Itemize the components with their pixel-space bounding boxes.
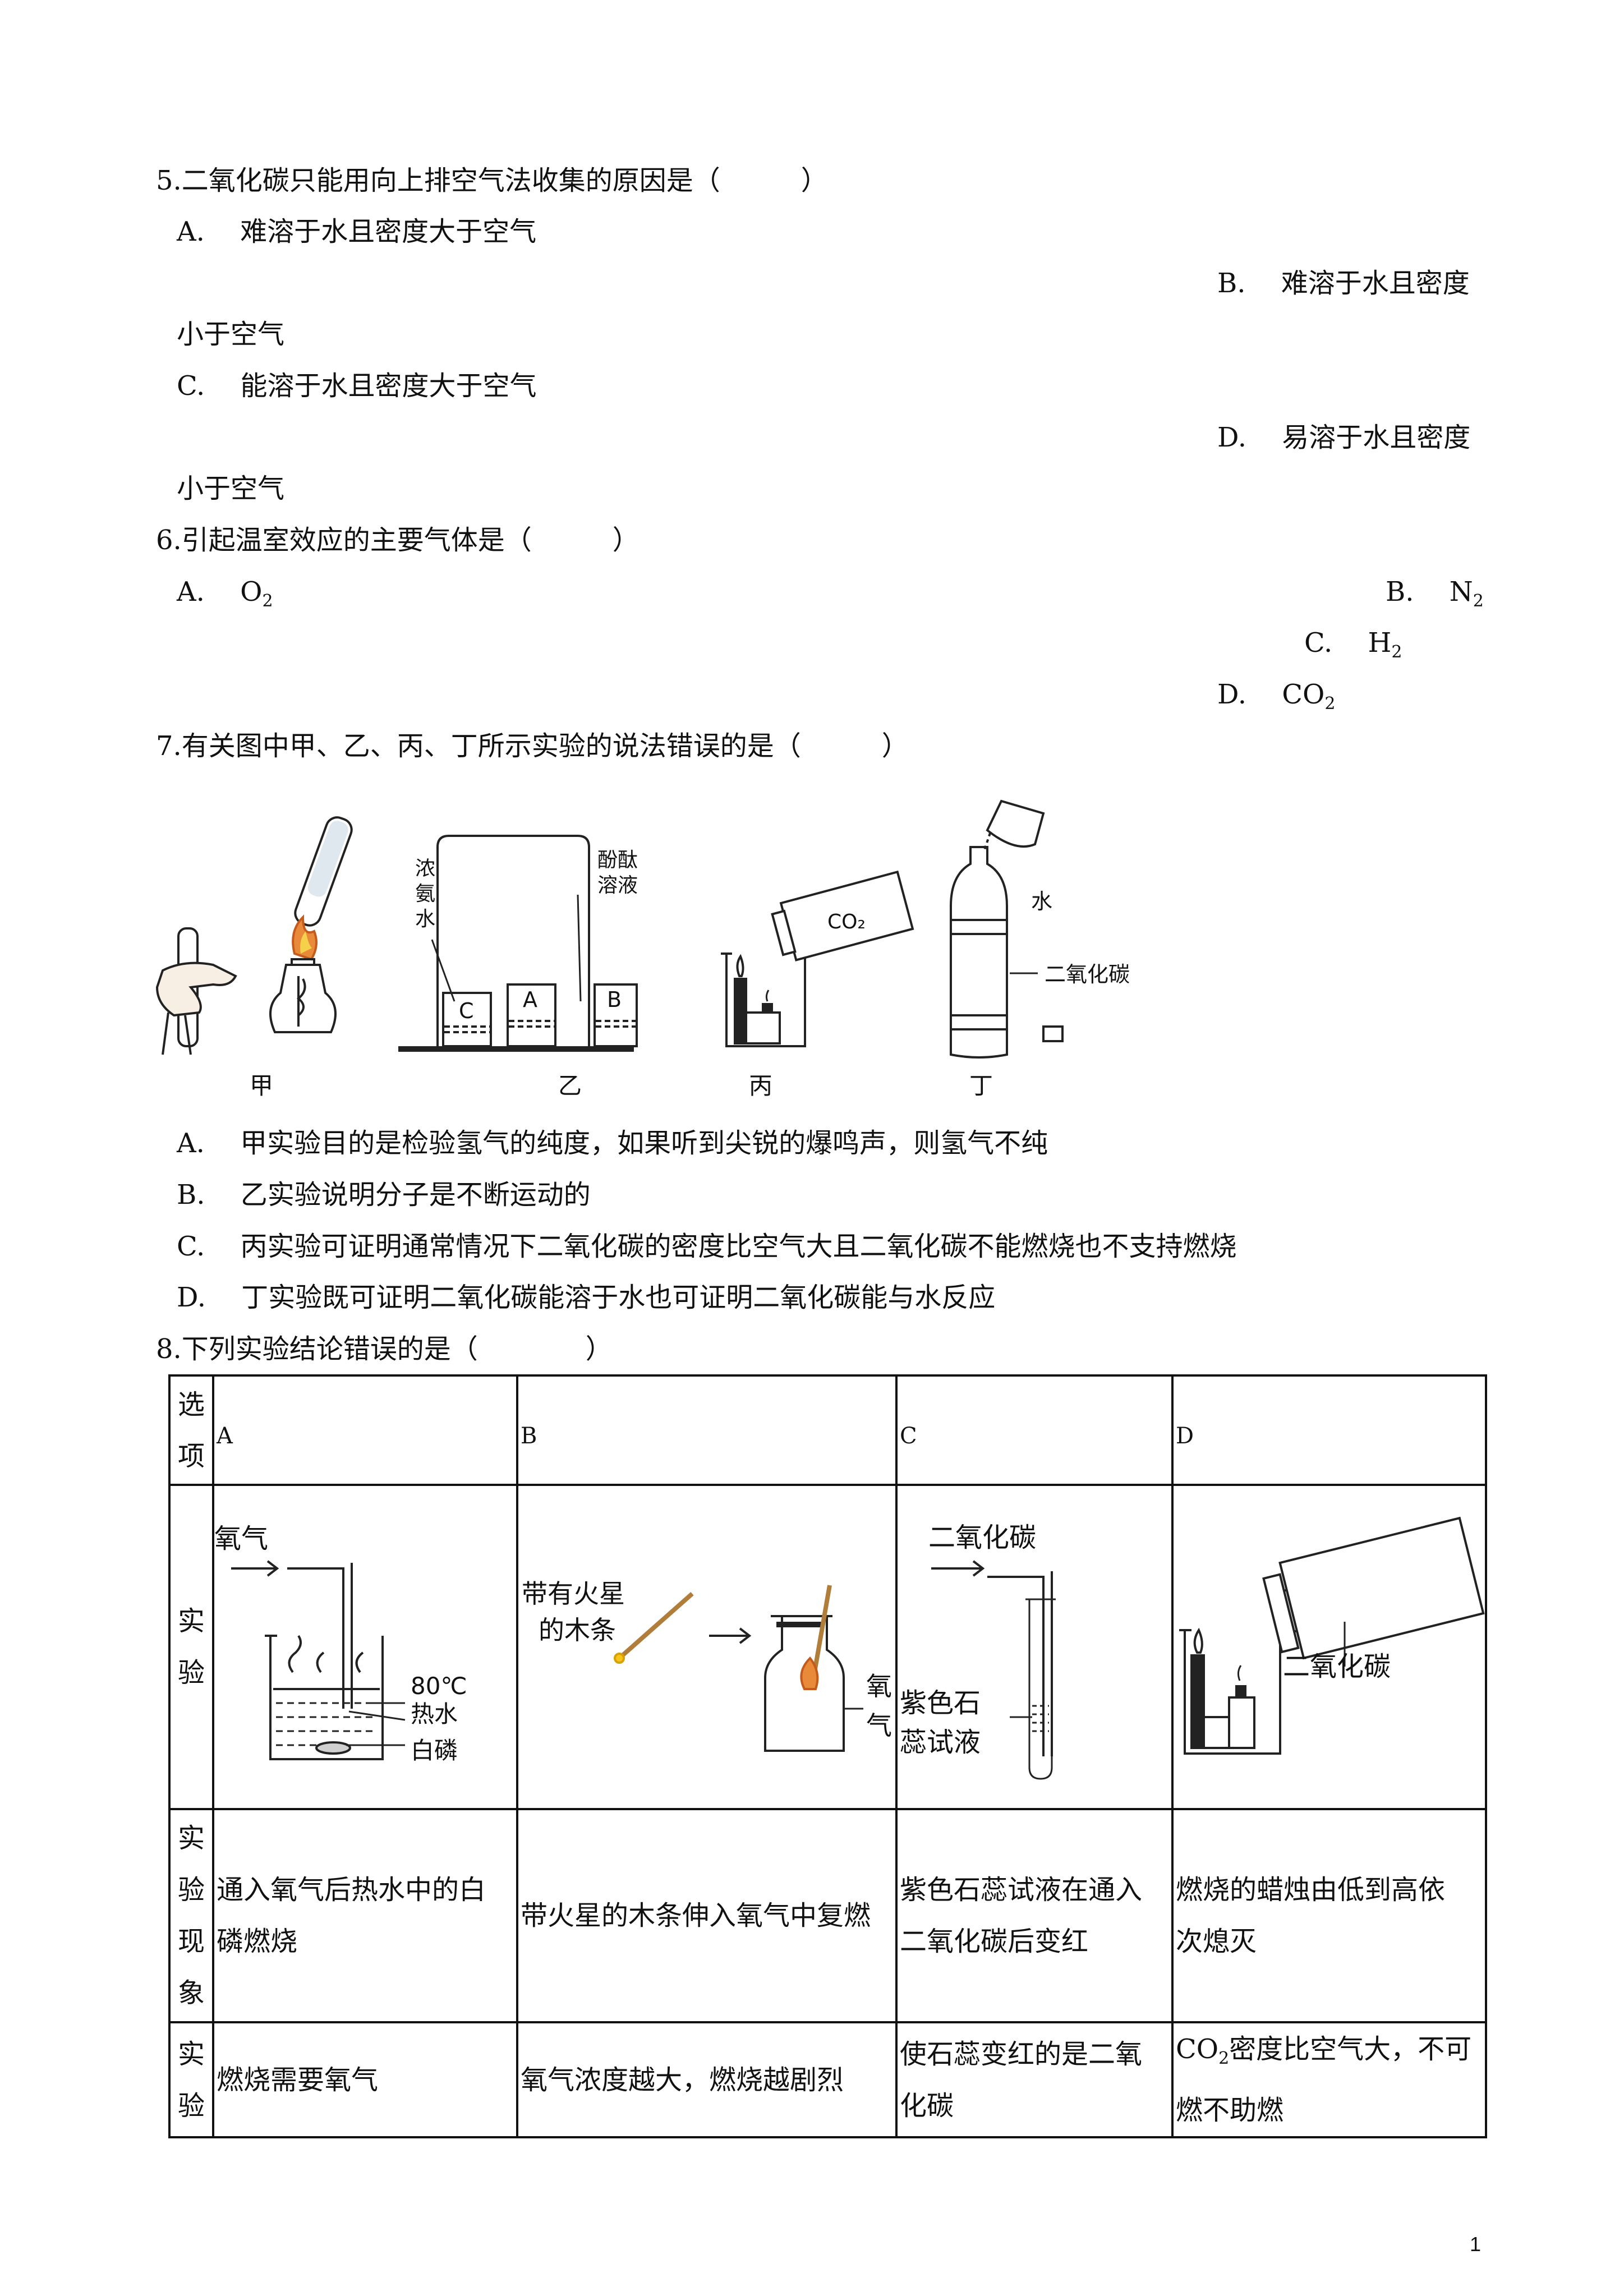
q8-b-stick-label-2: 的木条 [539, 1615, 616, 1645]
q8-conclusion-row: 实验 燃烧需要氧气 氧气浓度越大，燃烧越剧烈 使石蕊变红的是二氧化碳 CO2密度… [168, 2021, 1487, 2138]
q6-stem: 6.引起温室效应的主要气体是（ ） [156, 524, 640, 556]
q7-beaker-b-label: B [607, 987, 622, 1012]
q7-label-yi: 乙 [558, 1072, 582, 1099]
q8-phenomenon-d: 燃烧的蜡烛由低到高依次熄灭 [1171, 1808, 1487, 2023]
q7-option-d: D. 丁实验既可证明二氧化碳能溶于水也可证明二氧化碳能与水反应 [177, 1282, 996, 1313]
q7-bing-co2-label: CO₂ [827, 910, 866, 933]
q7-yi-left-label-2: 氨 [415, 882, 435, 905]
q5-option-b: B. 难溶于水且密度 [1217, 268, 1470, 299]
page-number: 1 [1470, 2233, 1482, 2256]
q8-phenomenon-a: 通入氧气后热水中的白磷燃烧 [212, 1808, 518, 2023]
q8-c-gas-label: 二氧化碳 [928, 1522, 1037, 1553]
q8-conclusion-b: 氧气浓度越大，燃烧越剧烈 [516, 2021, 898, 2138]
q7-figure-bing-apparatus [721, 870, 914, 1047]
q7-yi-right-label-1: 酚酞 [597, 849, 638, 872]
q8-table: 选项 A B C D 实验 氧气 80℃ 热水 [168, 1374, 1487, 2138]
q8-header-a: A [212, 1374, 518, 1486]
q8-phenomenon-c: 紫色石蕊试液在通入二氧化碳后变红 [895, 1808, 1174, 2023]
q8-a-temp-label: 80℃ [411, 1672, 467, 1700]
q8-figure-c: 二氧化碳 紫色石 蕊试液 [895, 1484, 1174, 1810]
q5-option-c: C. 能溶于水且密度大于空气 [177, 370, 537, 402]
q8-d-gas-label: 二氧化碳 [1283, 1651, 1391, 1682]
q5-option-d-continued: 小于空气 [177, 473, 285, 504]
q8-figure-b: 带有火星 的木条 氧 气 [516, 1484, 898, 1810]
q5-stem: 5.二氧化碳只能用向上排空气法收集的原因是（ ） [156, 165, 828, 196]
q5-option-b-continued: 小于空气 [177, 319, 285, 350]
q8-row-label-phenomenon: 实验现象 [168, 1808, 214, 2023]
q7-figure-jia-apparatus [155, 816, 353, 1055]
q7-option-b: B. 乙实验说明分子是不断运动的 [177, 1179, 591, 1211]
q8-figure-a: 氧气 80℃ 热水 白磷 [212, 1484, 518, 1810]
q7-beaker-c-label: C [459, 999, 474, 1023]
q7-beaker-a-label: A [523, 987, 537, 1012]
q7-option-c: C. 丙实验可证明通常情况下二氧化碳的密度比空气大且二氧化碳不能燃烧也不支持燃烧 [177, 1231, 1237, 1262]
q6-option-c: C. H2 [1304, 627, 1402, 662]
q8-a-gas-label: 氧气 [214, 1523, 269, 1554]
q8-header-c: C [895, 1374, 1174, 1486]
q7-label-jia: 甲 [250, 1072, 273, 1099]
q6-option-d: D. CO2 [1217, 679, 1336, 714]
q8-row-label-experiment: 实验 [168, 1484, 214, 1810]
q8-figure-d: 二氧化碳 [1171, 1484, 1487, 1810]
q7-figure-yi-apparatus [398, 835, 638, 1052]
q8-b-stick-label-1: 带有火星 [522, 1579, 625, 1609]
q6-option-a: A. O2 [177, 576, 273, 611]
q8-row-label-conclusion: 实验 [168, 2021, 214, 2138]
q8-phenomenon-row: 实验现象 通入氧气后热水中的白磷燃烧 带火星的木条伸入氧气中复燃 紫色石蕊试液在… [168, 1808, 1487, 2023]
q7-label-ding: 丁 [969, 1072, 993, 1099]
q8-c-reagent-label-1: 紫色石 [900, 1687, 981, 1719]
q8-header-b: B [516, 1374, 898, 1486]
q8-header-row: 选项 A B C D [168, 1374, 1487, 1486]
q8-c-reagent-label-2: 蕊试液 [900, 1727, 981, 1758]
q7-figure: 甲 浓 氨 水 酚酞 溶液 C A B 乙 [151, 791, 1161, 1111]
q8-conclusion-c: 使石蕊变红的是二氧化碳 [895, 2021, 1174, 2138]
q7-yi-right-label-2: 溶液 [597, 874, 638, 897]
q7-ding-co2-label: 二氧化碳 [1045, 962, 1130, 987]
q8-a-phosphorus-label: 白磷 [411, 1737, 458, 1764]
q8-phenomenon-b: 带火星的木条伸入氧气中复燃 [516, 1808, 898, 2023]
q8-row-label-option: 选项 [168, 1374, 214, 1486]
q5-option-a: A. 难溶于水且密度大于空气 [177, 216, 537, 247]
q5-option-d: D. 易溶于水且密度 [1217, 422, 1471, 453]
q6-option-b: B. N2 [1386, 576, 1484, 611]
q8-conclusion-d: CO2密度比空气大，不可燃不助燃 [1171, 2021, 1487, 2138]
q8-experiment-row: 实验 氧气 80℃ 热水 白磷 [168, 1484, 1487, 1810]
q7-ding-water-label: 水 [1031, 889, 1052, 914]
q8-b-gas-label-2: 气 [866, 1710, 892, 1741]
q8-conclusion-a: 燃烧需要氧气 [212, 2021, 518, 2138]
q8-stem: 8.下列实验结论错误的是（ ） [156, 1333, 613, 1365]
q8-header-d: D [1171, 1374, 1487, 1486]
q7-label-bing: 丙 [749, 1072, 772, 1099]
q8-b-gas-label-1: 氧 [866, 1671, 892, 1701]
q7-yi-left-label-1: 浓 [415, 857, 435, 880]
q7-option-a: A. 甲实验目的是检验氢气的纯度，如果听到尖锐的爆鸣声，则氢气不纯 [177, 1128, 1048, 1159]
q8-a-water-label: 热水 [411, 1700, 458, 1728]
q7-yi-left-label-3: 水 [415, 908, 435, 931]
q7-stem: 7.有关图中甲、乙、丙、丁所示实验的说法错误的是（ ） [156, 730, 909, 762]
q7-figure-ding-apparatus [950, 799, 1064, 1059]
